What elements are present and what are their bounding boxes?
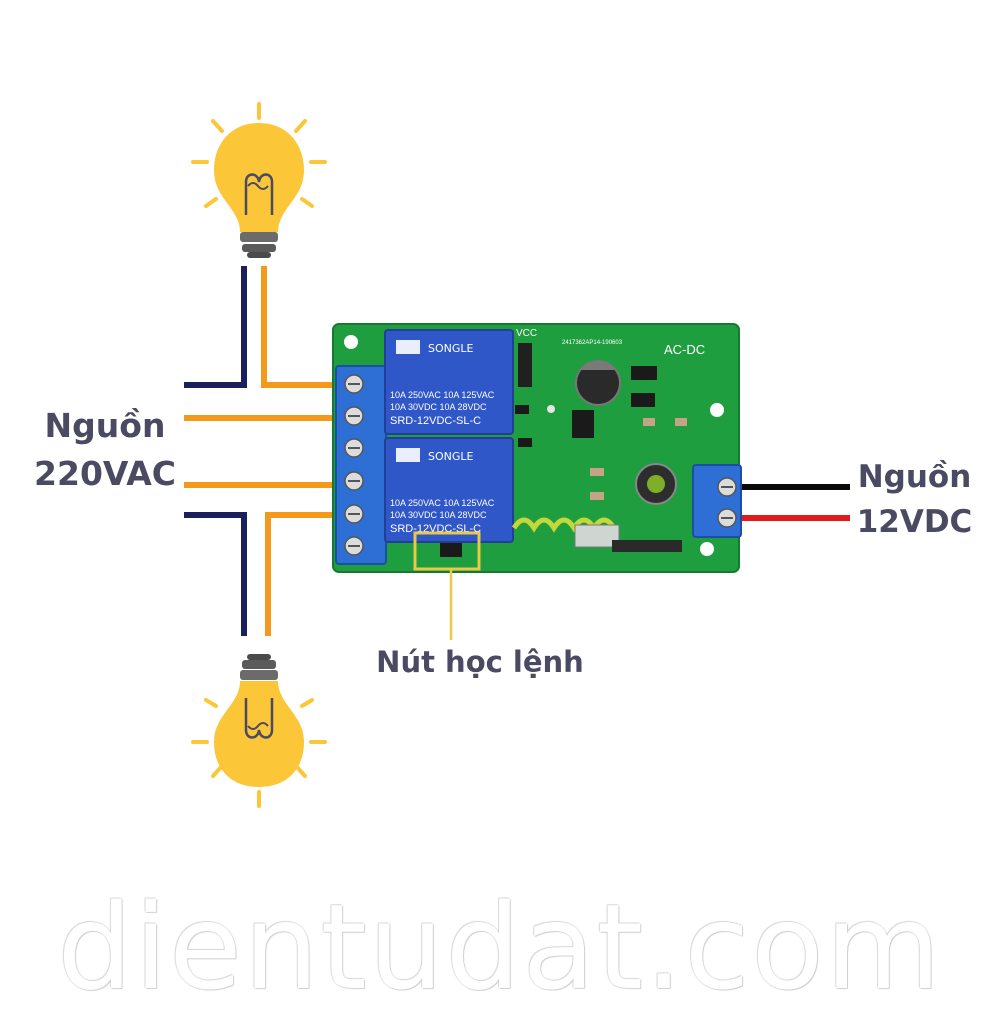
relay-brand: SONGLE <box>428 450 474 463</box>
dc-wiring <box>740 484 850 521</box>
ac-power-label-line1: Nguồn <box>44 406 166 445</box>
relay-rating-2: 10A 30VDC 10A 28VDC <box>390 402 487 412</box>
relay-1: SONGLE 10A 250VAC 10A 125VAC 10A 30VDC 1… <box>384 329 514 435</box>
components <box>440 343 687 557</box>
watermark: dientudat.com <box>57 878 943 1016</box>
wire-orange-bottom <box>265 512 338 636</box>
silk-vcc: VCC <box>516 328 537 339</box>
dc-power-label: Nguồn 12VDC <box>852 455 977 545</box>
ac-power-label-line2: 220VAC <box>34 454 176 493</box>
wire-navy-bottom <box>184 512 247 636</box>
wire-navy-top <box>184 266 247 388</box>
ac-wiring <box>184 266 338 636</box>
light-bulb-icon <box>191 654 327 808</box>
relay-rating-2: 10A 30VDC 10A 28VDC <box>390 510 487 520</box>
wire-orange-top <box>261 266 338 388</box>
learn-button-label: Nút học lệnh <box>376 645 584 679</box>
relay-2: SONGLE 10A 250VAC 10A 125VAC 10A 30VDC 1… <box>384 437 514 543</box>
relay-rating-1: 10A 250VAC 10A 125VAC <box>390 390 495 400</box>
silk-part-code: 2417362AP14-190603 <box>562 340 623 346</box>
silk-acdc: AC-DC <box>664 342 705 357</box>
dc-terminal-block <box>692 464 742 538</box>
relay-brand: SONGLE <box>428 342 474 355</box>
ac-terminal-block <box>335 365 387 565</box>
learn-button-highlight <box>413 531 481 571</box>
dc-power-label-line2: 12VDC <box>856 504 973 540</box>
light-bulb-icon <box>191 102 327 258</box>
ac-power-label: Nguồn 220VAC <box>30 402 180 498</box>
relay-rating-1: 10A 250VAC 10A 125VAC <box>390 498 495 508</box>
relay-board: SONGLE 10A 250VAC 10A 125VAC 10A 30VDC 1… <box>332 323 742 573</box>
relay-model: SRD-12VDC-SL-C <box>390 415 481 427</box>
dc-power-label-line1: Nguồn <box>857 459 972 495</box>
